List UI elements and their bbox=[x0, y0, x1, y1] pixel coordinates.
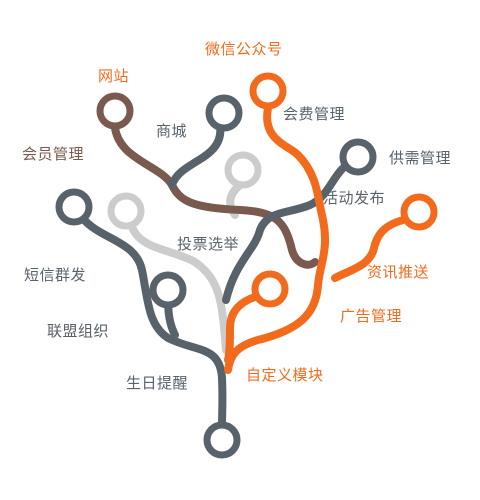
label-mall: 商城 bbox=[156, 122, 187, 140]
label-supply: 供需管理 bbox=[389, 149, 451, 167]
branch-supply bbox=[222, 156, 359, 304]
branch-mall bbox=[168, 121, 225, 189]
label-website: 网站 bbox=[98, 67, 129, 85]
branch-ad bbox=[224, 291, 266, 364]
label-member: 会员管理 bbox=[22, 145, 84, 163]
label-activity: 活动发布 bbox=[323, 189, 385, 207]
node-website bbox=[96, 92, 134, 130]
node-ad bbox=[251, 270, 289, 308]
branch-news bbox=[331, 214, 416, 282]
node-sms bbox=[55, 188, 93, 226]
label-birthday: 生日提醒 bbox=[126, 374, 188, 392]
node-vote bbox=[107, 192, 145, 230]
label-wechat: 微信公众号 bbox=[205, 40, 283, 58]
label-ad: 广告管理 bbox=[340, 307, 402, 325]
label-news: 资讯推送 bbox=[367, 263, 429, 281]
node-supply bbox=[339, 138, 377, 176]
label-custom: 自定义模块 bbox=[246, 366, 324, 384]
node-mall bbox=[205, 94, 243, 132]
label-vote: 投票选举 bbox=[177, 235, 239, 253]
node-vote-upper bbox=[224, 151, 262, 189]
node-alliance bbox=[149, 271, 187, 309]
branch-sms bbox=[74, 208, 227, 429]
node-news bbox=[400, 193, 438, 231]
label-fee: 会费管理 bbox=[283, 105, 345, 123]
label-sms: 短信群发 bbox=[24, 266, 86, 284]
branch-website bbox=[111, 124, 319, 269]
branch-wechat bbox=[224, 104, 329, 374]
branch-vote bbox=[126, 216, 230, 354]
node-wechat bbox=[249, 72, 287, 110]
label-alliance: 联盟组织 bbox=[47, 322, 109, 340]
node-root bbox=[203, 421, 241, 459]
